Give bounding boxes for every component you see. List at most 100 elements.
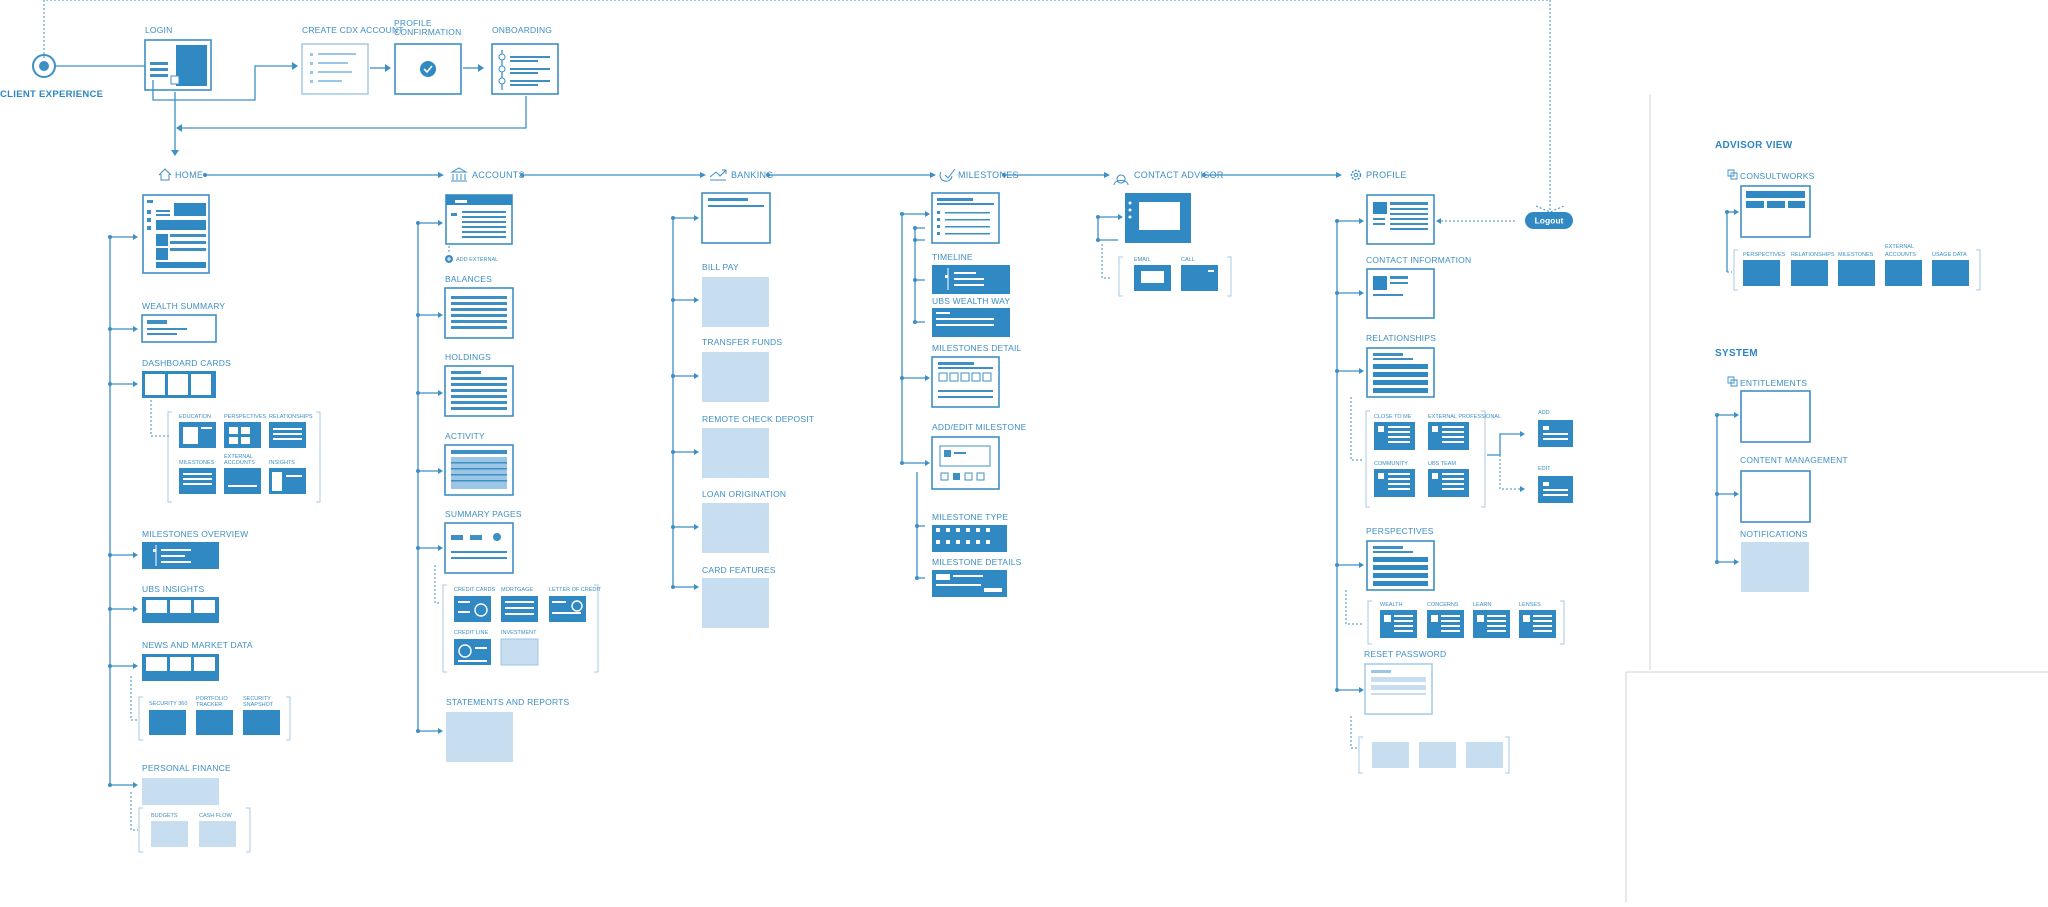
dashboard-insights-thumb[interactable] bbox=[269, 468, 306, 494]
entitlements-label: ENTITLEMENTS bbox=[1740, 378, 1807, 388]
wealth-thumb[interactable] bbox=[1380, 610, 1417, 638]
card-features-thumb[interactable] bbox=[702, 578, 769, 628]
home-thumb[interactable] bbox=[142, 194, 210, 274]
advisor-external-thumb[interactable] bbox=[1885, 260, 1922, 286]
accounts-thumb[interactable] bbox=[445, 194, 513, 245]
personal-finance-thumb[interactable] bbox=[142, 778, 219, 805]
add-edit-milestone-thumb[interactable] bbox=[931, 436, 1000, 490]
advisor-milestones-thumb[interactable] bbox=[1838, 260, 1875, 286]
dashboard-milestones-thumb[interactable] bbox=[179, 468, 216, 494]
milestones-overview-thumb[interactable] bbox=[142, 542, 219, 569]
banking-thumb[interactable] bbox=[701, 192, 771, 244]
milestones-detail-thumb[interactable] bbox=[931, 356, 1000, 408]
edit-thumb[interactable] bbox=[1538, 476, 1573, 503]
contact-information-thumb[interactable] bbox=[1366, 268, 1435, 319]
security-snapshot-thumb[interactable] bbox=[243, 710, 280, 735]
create-account-thumb[interactable] bbox=[301, 43, 369, 95]
reset-password-thumb[interactable] bbox=[1364, 663, 1433, 715]
dashboard-external-thumb[interactable] bbox=[224, 468, 261, 494]
transfer-funds-thumb[interactable] bbox=[702, 352, 769, 402]
wealth-summary-thumb[interactable] bbox=[141, 314, 217, 343]
dashboard-cards-thumb[interactable] bbox=[142, 371, 216, 398]
ubs-insights-thumb[interactable] bbox=[142, 597, 219, 623]
onboarding-flow: CLIENT EXPERIENCE LOGIN CREATE CDX ACCOU… bbox=[0, 0, 1565, 213]
summary-pages-thumb[interactable] bbox=[444, 522, 514, 574]
advisor-usage-data-thumb[interactable] bbox=[1932, 260, 1969, 286]
contact-advisor-column: EMAIL CALL bbox=[1096, 193, 1232, 297]
milestones-detail-label: MILESTONES DETAIL bbox=[932, 343, 1022, 353]
credit-line-thumb[interactable] bbox=[454, 639, 491, 665]
nav-profile[interactable]: PROFILE bbox=[1350, 169, 1407, 181]
person-icon bbox=[1113, 174, 1129, 186]
add-thumb[interactable] bbox=[1538, 420, 1573, 447]
credit-cards-thumb[interactable] bbox=[454, 596, 491, 622]
loan-origination-thumb[interactable] bbox=[702, 503, 769, 553]
community-thumb[interactable] bbox=[1374, 469, 1415, 497]
advisor-perspectives-thumb[interactable] bbox=[1743, 260, 1780, 286]
reset-step-3-thumb[interactable] bbox=[1466, 742, 1503, 768]
nav-accounts[interactable]: ACCOUNTS bbox=[450, 167, 525, 182]
call-thumb[interactable] bbox=[1181, 265, 1218, 291]
milestones-column: TIMELINE UBS WEALTH WAY MILESTONES DETAI… bbox=[900, 192, 1026, 597]
lenses-thumb[interactable] bbox=[1519, 610, 1556, 638]
nav-banking[interactable]: BANKING bbox=[709, 169, 774, 181]
ubs-team-thumb[interactable] bbox=[1428, 469, 1469, 497]
email-thumb[interactable] bbox=[1134, 265, 1171, 291]
concerns-thumb[interactable] bbox=[1427, 610, 1464, 638]
wealth-way-thumb[interactable] bbox=[932, 308, 1010, 337]
perspectives-thumb[interactable] bbox=[1366, 540, 1435, 591]
notifications-thumb[interactable] bbox=[1741, 542, 1809, 592]
check-icon bbox=[420, 61, 436, 77]
dashboard-perspectives-thumb[interactable] bbox=[224, 422, 261, 448]
mortgage-thumb[interactable] bbox=[501, 596, 538, 622]
security-360-thumb[interactable] bbox=[149, 710, 186, 735]
budgets-thumb[interactable] bbox=[151, 821, 188, 847]
statements-reports-thumb[interactable] bbox=[446, 712, 513, 762]
nav-home[interactable]: HOME bbox=[158, 168, 203, 181]
balances-thumb[interactable] bbox=[444, 287, 514, 339]
consultworks-icon bbox=[1727, 169, 1738, 180]
logout-button[interactable]: Logout bbox=[1525, 212, 1573, 229]
nav-contact-advisor[interactable]: CONTACT ADVISOR bbox=[1113, 170, 1224, 186]
milestone-type-thumb[interactable] bbox=[932, 525, 1007, 552]
portfolio-tracker-thumb[interactable] bbox=[196, 710, 233, 735]
profile-confirmation-thumb[interactable] bbox=[394, 43, 462, 95]
personal-finance-label: PERSONAL FINANCE bbox=[142, 763, 231, 773]
external-professional-thumb[interactable] bbox=[1428, 422, 1469, 450]
advisor-view-section: ADVISOR VIEW CONSULTWORKS PERSPECTIVES R… bbox=[1715, 140, 1981, 291]
milestone-icon bbox=[939, 168, 956, 182]
entitlements-thumb[interactable] bbox=[1740, 390, 1811, 443]
notifications-label: NOTIFICATIONS bbox=[1740, 529, 1808, 539]
letter-of-credit-label: LETTER OF CREDIT bbox=[549, 587, 602, 593]
dashboard-relationships-thumb[interactable] bbox=[269, 422, 306, 448]
consultworks-thumb[interactable] bbox=[1740, 185, 1811, 238]
reset-step-2-thumb[interactable] bbox=[1419, 742, 1456, 768]
milestone-details-thumb[interactable] bbox=[932, 570, 1007, 597]
login-thumb[interactable] bbox=[144, 39, 212, 91]
onboarding-thumb[interactable] bbox=[491, 43, 559, 95]
reset-step-1-thumb[interactable] bbox=[1372, 742, 1409, 768]
investment-thumb[interactable] bbox=[500, 638, 539, 666]
community-label: COMMUNITY bbox=[1374, 461, 1408, 467]
content-management-thumb[interactable] bbox=[1740, 470, 1811, 523]
advisor-relationships-thumb[interactable] bbox=[1791, 260, 1828, 286]
holdings-thumb[interactable] bbox=[444, 365, 514, 417]
bill-pay-thumb[interactable] bbox=[702, 277, 769, 327]
system-title: SYSTEM bbox=[1715, 348, 1758, 359]
nav-milestones[interactable]: MILESTONES bbox=[939, 168, 1019, 182]
profile-thumb[interactable] bbox=[1366, 194, 1435, 245]
remote-check-deposit-thumb[interactable] bbox=[702, 428, 769, 478]
milestones-thumb[interactable] bbox=[931, 192, 1000, 244]
activity-thumb[interactable] bbox=[444, 444, 514, 496]
dashboard-education-thumb[interactable] bbox=[179, 422, 216, 448]
timeline-thumb[interactable] bbox=[932, 265, 1010, 294]
close-to-me-thumb[interactable] bbox=[1374, 422, 1415, 450]
news-market-data-thumb[interactable] bbox=[142, 654, 219, 681]
letter-of-credit-thumb[interactable] bbox=[549, 596, 586, 622]
relationships-thumb[interactable] bbox=[1366, 347, 1435, 398]
learn-thumb[interactable] bbox=[1473, 610, 1510, 638]
cash-flow-thumb[interactable] bbox=[199, 821, 236, 847]
contact-advisor-thumb[interactable] bbox=[1125, 193, 1191, 243]
profile-column: Logout CONTACT INFORMATION RELATIONSHIPS… bbox=[1335, 194, 1573, 774]
advisor-milestones-label: MILESTONES bbox=[1838, 252, 1874, 258]
